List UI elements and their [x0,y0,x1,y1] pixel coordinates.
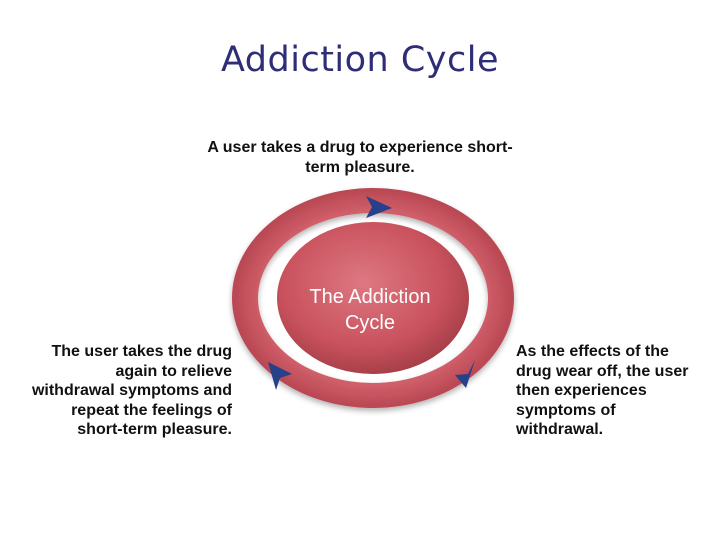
arrow-right-icon [455,360,475,388]
center-circle [277,222,469,374]
caption-top: A user takes a drug to experience short-… [207,139,513,176]
caption-right: As the effects of the drug wear off, the… [516,343,689,438]
arrow-left-icon [268,362,292,390]
page-title: Addiction Cycle [220,40,500,80]
center-label: The Addiction Cycle [270,284,470,336]
arrow-top-icon [366,196,392,218]
center-label-text: The Addiction Cycle [309,286,431,334]
caption-left: The user takes the drug again to relieve… [31,343,232,438]
